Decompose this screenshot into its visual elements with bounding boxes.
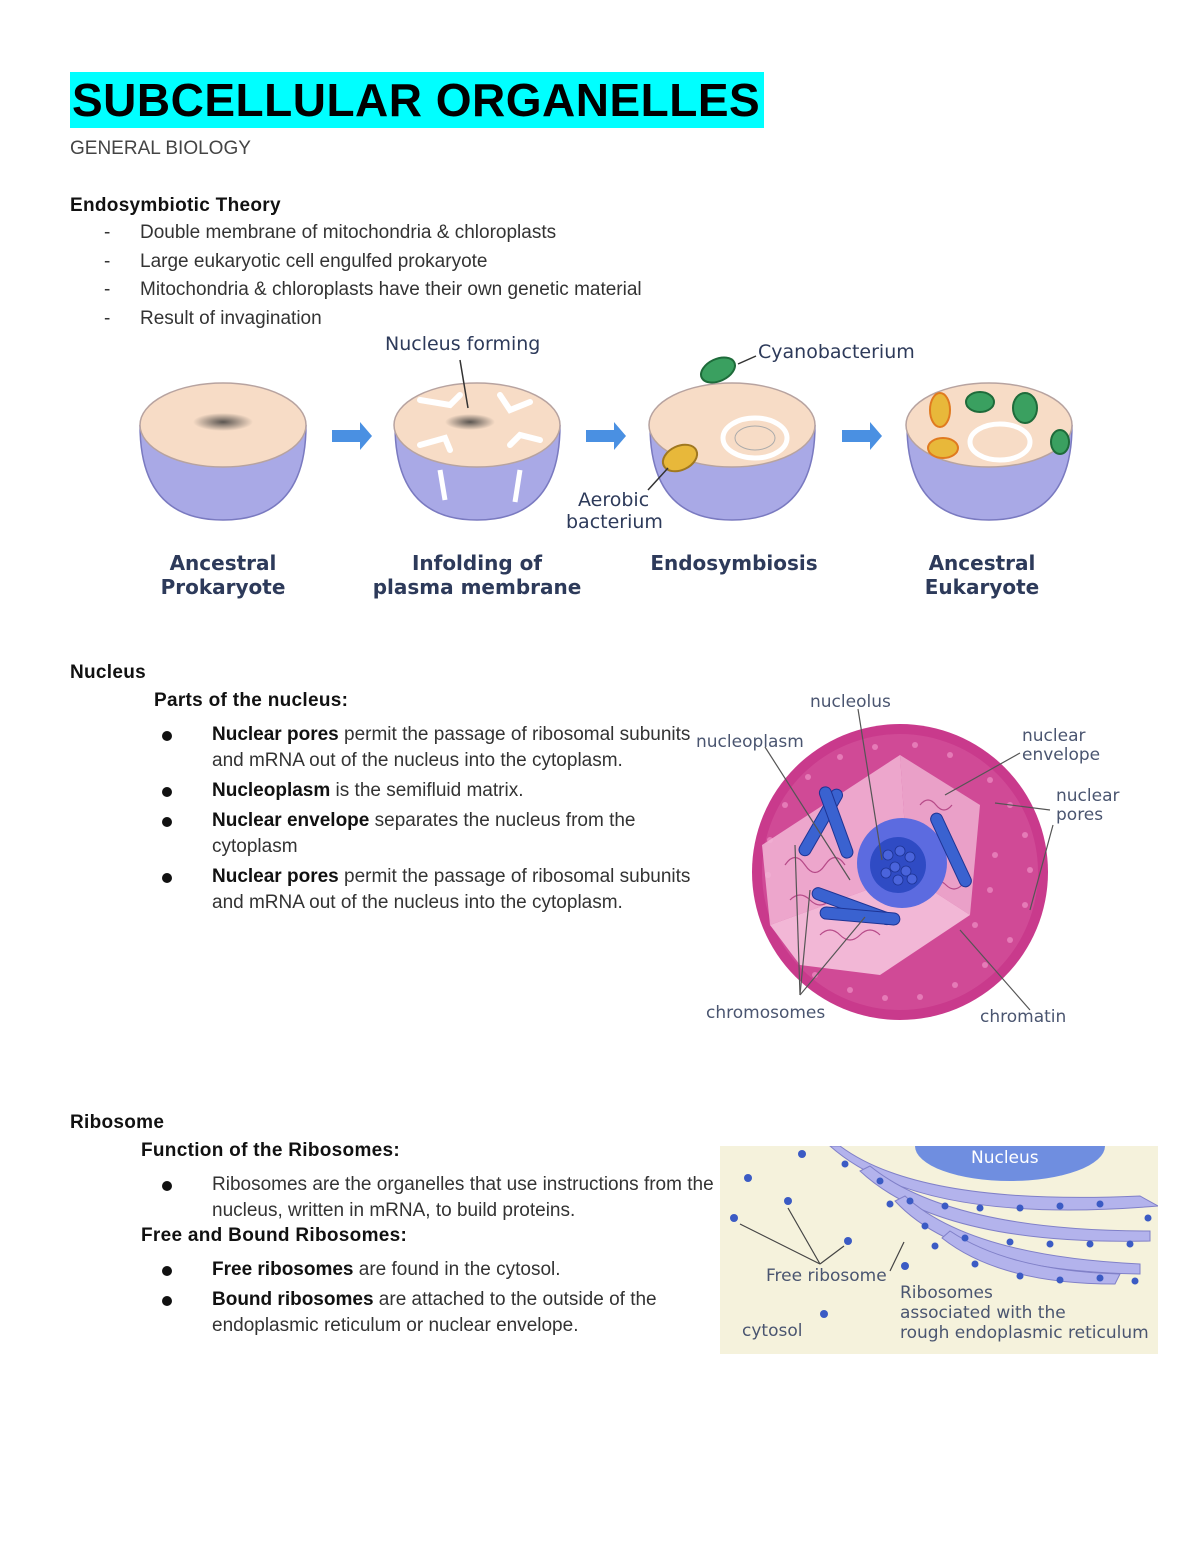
ribosome-heading: Ribosome	[70, 1112, 165, 1133]
term-text: are attached to the outside of the endop…	[212, 1289, 657, 1336]
free-ribosome-label: Free ribosome	[766, 1266, 887, 1286]
rough-er-diagram	[730, 1146, 1158, 1318]
nucleus-heading: Nucleus	[70, 662, 147, 683]
associated-label-1: Ribosomes	[900, 1283, 993, 1303]
term-text: permit the passage of ribosomal subunits…	[212, 866, 691, 913]
list-item: Nuclear envelope separates the nucleus f…	[154, 808, 699, 860]
bullet-icon	[162, 1296, 172, 1306]
nucleus-list: Nuclear pores permit the passage of ribo…	[154, 722, 699, 916]
ancestral-eukaryote-cell	[905, 382, 1073, 521]
free-bound-list: Free ribosomes are found in the cytosol.…	[154, 1257, 709, 1339]
associated-label-3: rough endoplasmic reticulum	[900, 1323, 1149, 1343]
term-text: are found in the cytosol.	[353, 1259, 561, 1280]
caption-line: Infolding of	[412, 551, 542, 575]
cytosol-label: cytosol	[742, 1321, 802, 1341]
bullet-icon	[162, 731, 172, 741]
cyanobacterium-label: Cyanobacterium	[758, 341, 915, 363]
term: Bound ribosomes	[212, 1289, 374, 1310]
term-text: permit the passage of ribosomal subunits…	[212, 724, 691, 771]
caption-line: Prokaryote	[161, 575, 286, 599]
nuclear-pores-label-2: pores	[1056, 805, 1103, 825]
nucleus-subheading: Parts of the nucleus:	[154, 690, 349, 711]
nuclear-envelope-label-2: envelope	[1022, 745, 1100, 765]
chromosomes-label: chromosomes	[706, 1003, 825, 1023]
nuclear-envelope-label-1: nuclear	[1022, 726, 1085, 746]
item-text: Ribosomes are the organelles that use in…	[212, 1174, 714, 1221]
list-item: Free ribosomes are found in the cytosol.	[154, 1257, 709, 1283]
list-item: Mitochondria & chloroplasts have their o…	[70, 276, 870, 305]
term-text: separates the nucleus from the cytoplasm	[212, 810, 636, 857]
caption-line: Eukaryote	[925, 575, 1039, 599]
list-item: Nuclear pores permit the passage of ribo…	[154, 864, 699, 916]
arrow-icon	[586, 422, 626, 450]
chromatin-label: chromatin	[980, 1007, 1066, 1027]
term: Nuclear pores	[212, 866, 339, 887]
nucleus-forming-label: Nucleus forming	[385, 333, 540, 355]
term: Nucleoplasm	[212, 780, 331, 801]
nucleus-figure: nucleolus nucleoplasm nuclear envelope n…	[696, 692, 1119, 1027]
term: Nuclear envelope	[212, 810, 370, 831]
caption-line: Ancestral	[170, 551, 277, 575]
arrow-icon	[842, 422, 882, 450]
list-item: Nucleoplasm is the semifluid matrix.	[154, 778, 699, 804]
free-ribosomes	[730, 1150, 909, 1318]
term-text: is the semifluid matrix.	[330, 780, 524, 801]
aerobic-label-line1: Aerobic	[578, 489, 649, 511]
endosymbiotic-list: Double membrane of mitochondria & chloro…	[70, 219, 870, 333]
page-title: SUBCELLULAR ORGANELLES	[70, 72, 765, 128]
ribosome-figure: Nucleus Free ribosome cytosol Ribosomes …	[720, 1146, 1158, 1354]
ancestral-prokaryote-cell	[139, 382, 307, 521]
nuclear-pores-label-1: nuclear	[1056, 786, 1119, 806]
nucleoplasm-label: nucleoplasm	[696, 732, 804, 752]
endosymbiosis-figure: Nucleus forming Cyanobacterium Aerobic b…	[139, 333, 1073, 599]
page-subtitle: GENERAL BIOLOGY	[70, 138, 251, 159]
caption-line: Endosymbiosis	[650, 551, 817, 575]
arrow-icon	[332, 422, 372, 450]
list-item: Nuclear pores permit the passage of ribo…	[154, 722, 699, 774]
nucleus-label: Nucleus	[971, 1148, 1039, 1168]
nucleolus-label: nucleolus	[810, 692, 891, 712]
caption-line: Ancestral	[929, 551, 1036, 575]
bullet-icon	[162, 1266, 172, 1276]
bullet-icon	[162, 873, 172, 883]
term: Free ribosomes	[212, 1259, 354, 1280]
endosymbiosis-cell	[647, 355, 816, 521]
endosymbiotic-heading: Endosymbiotic Theory	[70, 195, 281, 216]
list-item: Bound ribosomes are attached to the outs…	[154, 1287, 709, 1339]
caption-line: plasma membrane	[373, 575, 582, 599]
term: Nuclear pores	[212, 724, 339, 745]
list-item: Ribosomes are the organelles that use in…	[154, 1172, 714, 1224]
ribosome-function-list: Ribosomes are the organelles that use in…	[154, 1172, 714, 1224]
bullet-icon	[162, 817, 172, 827]
list-item: Result of invagination	[70, 305, 870, 334]
bullet-icon	[162, 787, 172, 797]
aerobic-label-line2: bacterium	[566, 511, 663, 533]
ribosome-function-heading: Function of the Ribosomes:	[141, 1140, 401, 1161]
associated-label-2: associated with the	[900, 1303, 1066, 1323]
infolding-cell	[393, 359, 561, 521]
bullet-icon	[162, 1181, 172, 1191]
free-bound-heading: Free and Bound Ribosomes:	[141, 1225, 408, 1246]
list-item: Double membrane of mitochondria & chloro…	[70, 219, 870, 248]
list-item: Large eukaryotic cell engulfed prokaryot…	[70, 248, 870, 277]
nucleus-diagram	[752, 708, 1054, 1020]
